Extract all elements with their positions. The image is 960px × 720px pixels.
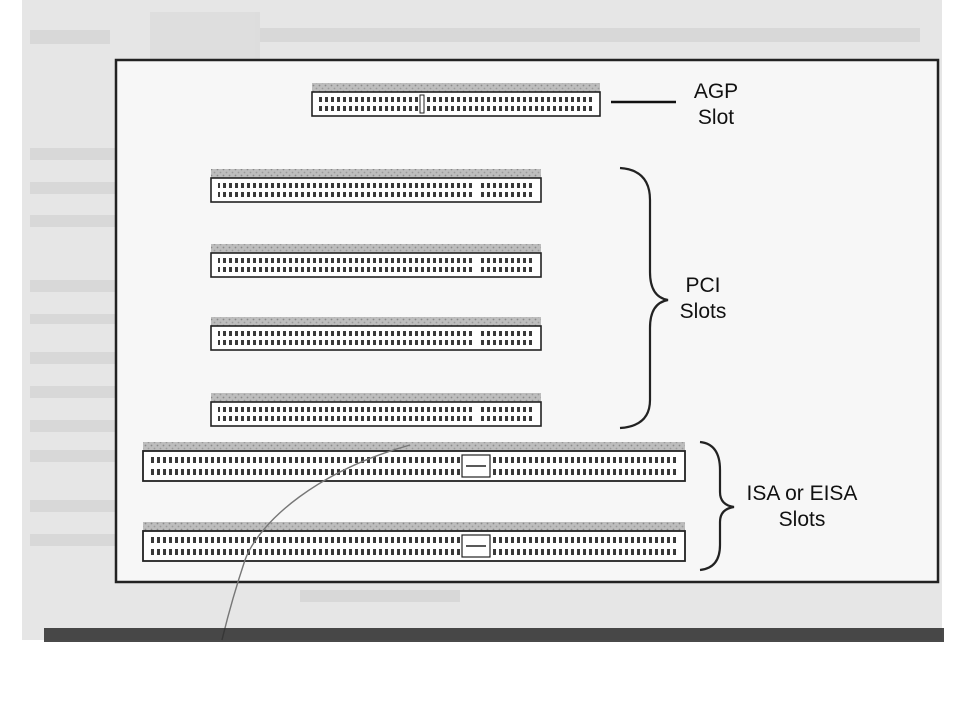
stray-pen-line (221, 444, 411, 641)
pci-slot (210, 393, 542, 427)
agp-label-line1: AGP (694, 80, 738, 103)
pci-brace (619, 166, 669, 430)
pci-label-line2: Slots (680, 300, 727, 323)
page-bottom-blank (0, 642, 960, 720)
isa-slot (142, 442, 686, 482)
pci-slot (210, 317, 542, 351)
pci-slot (210, 244, 542, 278)
agp-label-line2: Slot (698, 106, 734, 129)
pci-label-line1: PCI (685, 274, 720, 297)
cut-off-caption (44, 628, 944, 642)
agp-slot (311, 83, 676, 117)
isa-brace (699, 440, 735, 572)
isa-label-line2: Slots (779, 508, 826, 531)
isa-slot (142, 522, 686, 562)
isa-label-line1: ISA or EISA (747, 482, 858, 505)
pci-slot (210, 169, 542, 203)
